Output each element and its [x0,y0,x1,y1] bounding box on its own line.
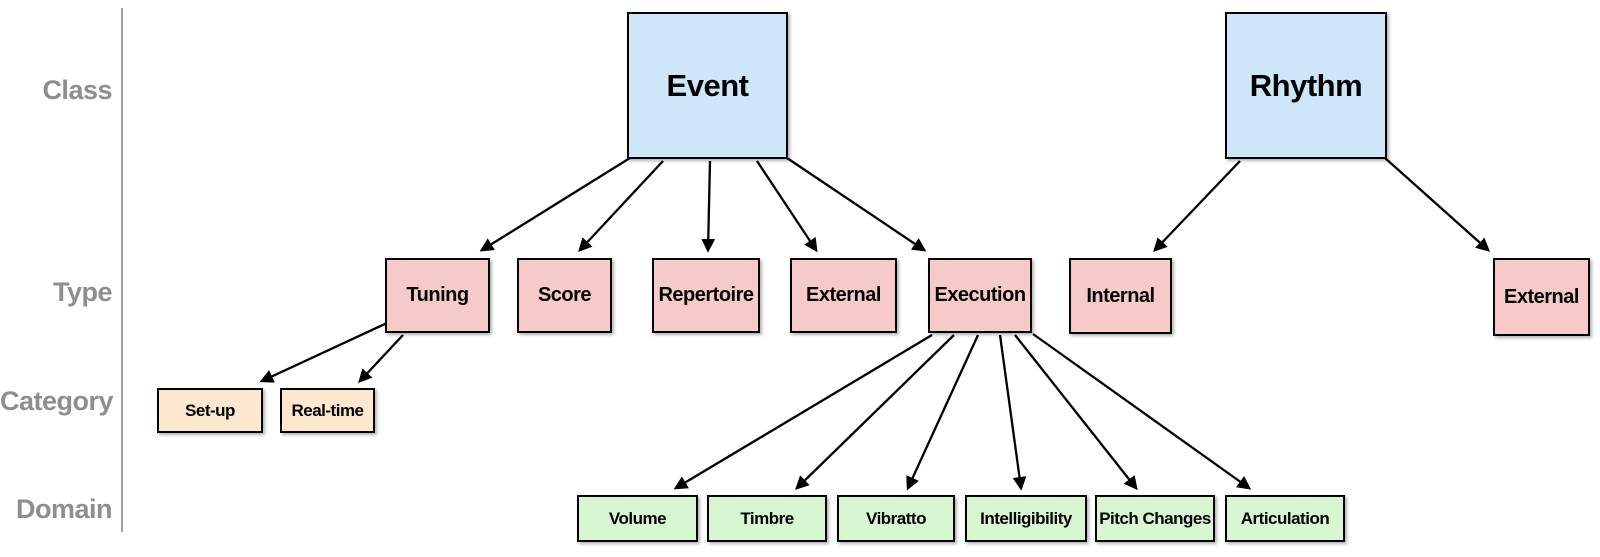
node-volume: Volume [577,495,698,542]
edge-event-execution [786,157,927,252]
node-label: Real-time [291,400,364,420]
node-label: Rhythm [1249,67,1363,103]
node-set-up: Set-up [157,388,263,433]
node-label: Volume [608,508,667,528]
edge-rhythm-internal [1153,160,1241,252]
node-tuning: Tuning [385,258,490,333]
edge-execution-vibratto [906,334,980,491]
edge-event-score [578,160,664,253]
node-event: Event [627,12,788,159]
node-label: Intelligibility [980,508,1072,528]
level-label-type: Type [52,277,113,307]
node-rhythm: Rhythm [1225,12,1387,159]
edge-execution-timbre [795,334,955,490]
node-intelligibility: Intelligibility [965,495,1087,542]
level-label-class: Class [42,75,112,105]
node-vibratto: Vibratto [837,495,955,542]
node-repertoire: Repertoire [652,258,760,333]
node-execution: Execution [928,258,1032,333]
node-label: Articulation [1240,508,1330,528]
edge-tuning-setup [259,321,388,383]
node-score: Score [517,258,612,333]
node-pitch-changes: Pitch Changes [1095,495,1215,542]
node-label: External [1504,285,1579,308]
node-real-time: Real-time [280,388,375,433]
node-articulation: Articulation [1225,495,1345,542]
level-label-category: Category [0,386,114,416]
level-axis-line [121,8,123,532]
node-label: Pitch Changes [1099,508,1211,528]
node-label: Repertoire [658,284,754,306]
node-external-rhythm: External [1493,258,1590,336]
edge-tuning-realtime [358,334,404,384]
edge-event-tuning [479,157,631,252]
node-label: Set-up [185,400,235,420]
edge-execution-pitchchanges [1014,334,1138,491]
edge-event-repertoire [701,160,716,253]
node-label: Timbre [740,508,794,528]
edge-execution-intelligibility [998,334,1027,491]
edge-rhythm-external [1384,157,1491,252]
edge-execution-articulation [1032,333,1252,490]
node-label: Vibratto [866,508,926,528]
node-label: Internal [1086,284,1155,307]
edge-execution-volume [673,334,933,490]
node-internal: Internal [1069,258,1172,334]
node-label: Tuning [406,284,469,306]
node-label: Score [537,284,592,306]
node-timbre: Timbre [707,495,827,542]
node-label: Execution [934,284,1026,306]
level-label-domain: Domain [15,494,113,524]
node-label: Event [666,67,749,103]
edge-event-external [756,160,818,253]
node-label: External [806,284,881,306]
node-external-event: External [790,258,897,333]
